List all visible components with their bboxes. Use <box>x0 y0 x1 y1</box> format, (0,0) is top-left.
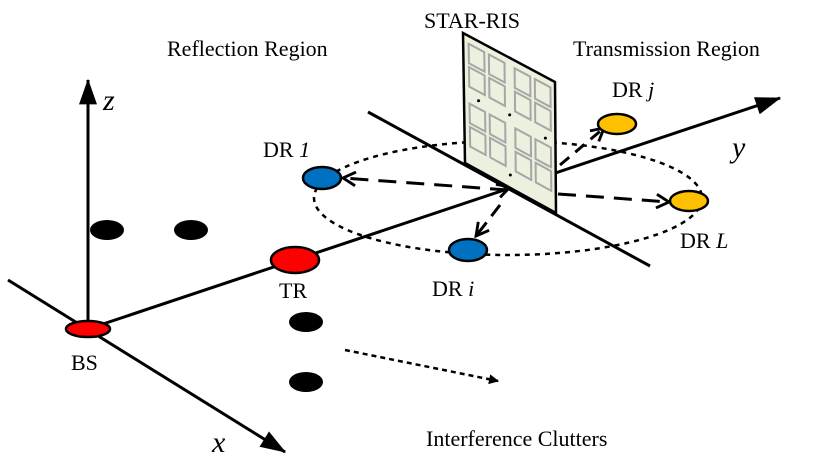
tr-node <box>269 245 321 275</box>
ris-ellipsis-dot <box>477 99 481 103</box>
reflect-arrow-dr-1 <box>343 178 509 192</box>
ris-element <box>488 112 507 145</box>
ris-element <box>533 77 552 109</box>
tr-label: TR <box>279 278 307 303</box>
bs-node <box>64 319 112 339</box>
ris-ellipsis-dot <box>543 136 547 140</box>
reflect-arrow-dr-i <box>476 204 502 236</box>
clutter-dot <box>289 372 323 392</box>
transmission-region-label: Transmission Region <box>573 36 760 61</box>
dr-j-label: DR j <box>612 77 654 102</box>
ris-element <box>488 76 507 108</box>
clutter-dot <box>90 220 124 240</box>
clutter-dot <box>174 220 208 240</box>
dr-l-label: DR L <box>680 228 728 253</box>
star-ris-label: STAR-RIS <box>424 8 520 33</box>
reflection-region-label: Reflection Region <box>167 36 328 61</box>
x-axis-label: x <box>211 426 226 459</box>
y-axis <box>87 96 782 331</box>
dr-i-label: DR i <box>432 276 474 301</box>
dr-j-node <box>596 112 638 136</box>
x-axis <box>7 278 287 454</box>
ris-element <box>514 126 533 159</box>
transmit-arrow-dr-j <box>559 128 604 167</box>
ris-element <box>534 161 553 193</box>
ris-element <box>534 137 553 169</box>
dr-i-node <box>447 237 489 263</box>
y-axis-label: y <box>729 131 746 164</box>
transmit-arrow-dr-l <box>557 192 669 202</box>
ris-element <box>513 66 532 98</box>
dr-l-node <box>668 189 710 213</box>
interference-arrow <box>344 348 499 385</box>
star-ris-panel <box>461 30 558 216</box>
ris-element <box>513 90 532 122</box>
ris-ellipsis-dot <box>508 113 512 117</box>
ris-element <box>488 136 507 168</box>
ris-element <box>467 65 486 97</box>
ris-element <box>468 101 487 134</box>
ris-ellipsis-dot <box>508 173 512 177</box>
interference-clutters-label: Interference Clutters <box>426 426 607 451</box>
clutter-dot <box>289 312 323 332</box>
ris-element <box>467 42 486 74</box>
z-axis-label: z <box>102 84 115 117</box>
dr-1-node <box>301 165 343 191</box>
ris-element <box>514 150 533 182</box>
ris-element <box>534 100 552 133</box>
bs-label: BS <box>71 350 98 375</box>
ris-element <box>468 125 487 157</box>
dr-1-label: DR 1 <box>263 137 310 162</box>
ris-element <box>487 52 506 85</box>
